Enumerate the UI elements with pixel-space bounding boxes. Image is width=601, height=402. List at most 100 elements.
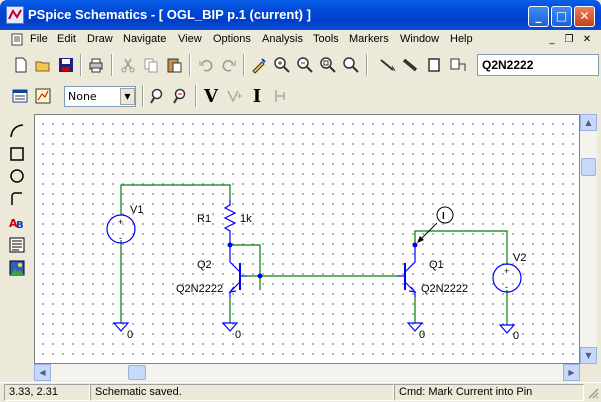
q1-transistor[interactable] [397,245,417,297]
zoom-out-icon[interactable] [295,55,315,75]
schematic-drawing: + - V1 R1 1k Q2 Q2N2222 Q1 Q2N2222 + - [106,184,526,342]
redraw-icon[interactable] [249,55,269,75]
v2-label: V2 [513,252,526,264]
menu-window[interactable]: Window [400,33,440,45]
draw-wire-icon[interactable] [378,55,398,75]
gnd-label-2: 0 [235,329,241,341]
menu-file[interactable]: File [30,33,48,45]
new-file-icon[interactable] [11,55,31,75]
menu-analysis[interactable]: Analysis [262,33,303,45]
paste-icon[interactable] [164,55,184,75]
current-marker-label: I [442,211,445,222]
toolbar-separator [366,54,368,76]
redo-icon[interactable] [219,55,239,75]
draw-polyline-icon[interactable] [7,189,27,209]
mdi-close-button[interactable]: ✕ [582,34,592,45]
menu-options[interactable]: Options [213,33,251,45]
svg-text:B: B [16,220,24,231]
draw-block-icon[interactable] [424,55,444,75]
horizontal-scrollbar[interactable] [34,364,580,381]
v2-minus: - [505,282,508,292]
menu-markers[interactable]: Markers [349,33,389,45]
menu-edit[interactable]: Edit [57,33,76,45]
resize-grip-icon[interactable] [586,386,599,399]
toolbar-separator [80,54,82,76]
voltage-diff-marker-icon[interactable] [224,86,244,106]
maximize-button[interactable]: □ [551,6,572,27]
zoom-fit-icon[interactable] [341,55,361,75]
svg-text:A: A [9,217,18,230]
power-marker-icon[interactable] [270,86,290,106]
wire-r1-node [230,244,261,290]
minimize-button[interactable]: _ [528,6,549,27]
menu-view[interactable]: View [178,33,202,45]
document-icon[interactable] [10,33,24,46]
current-marker[interactable]: I [417,206,454,243]
draw-box-icon[interactable] [7,144,27,164]
draw-bus-icon[interactable] [401,55,421,75]
toolbar-separator [243,54,245,76]
r1-label: R1 [197,213,211,225]
q2-model: Q2N2222 [176,283,223,295]
horizontal-scroll-thumb[interactable] [128,365,146,380]
print-icon[interactable] [86,55,106,75]
part-name-input[interactable]: Q2N2222 [477,54,599,76]
text-box-icon[interactable] [7,235,27,255]
scroll-left-icon[interactable]: ◀ [34,364,51,381]
get-new-part-icon[interactable] [448,55,468,75]
voltage-marker-button[interactable]: V [204,85,218,107]
gnd-label-3: 0 [419,329,425,341]
menu-tools[interactable]: Tools [313,33,339,45]
cut-icon[interactable] [118,55,138,75]
q1-label: Q1 [429,259,444,271]
mdi-minimize-button[interactable]: _ [549,34,555,45]
window-title: PSpice Schematics - [ OGL_BIP p.1 (curre… [28,7,311,22]
v2-plus: + [504,266,509,276]
draw-circle-icon[interactable] [7,166,27,186]
schematic-canvas[interactable]: + - V1 R1 1k Q2 Q2N2222 Q1 Q2N2222 + - [34,114,580,364]
open-folder-icon[interactable] [33,55,53,75]
gnd-label-4: 0 [513,330,519,342]
menu-navigate[interactable]: Navigate [123,33,167,45]
menu-help[interactable]: Help [450,33,473,45]
style-select[interactable]: None [64,86,136,107]
save-icon[interactable] [56,55,76,75]
v1-source[interactable] [106,214,136,244]
vertical-scroll-thumb[interactable] [581,158,596,176]
status-message: Schematic saved. [90,384,394,401]
scroll-right-icon[interactable]: ▶ [563,364,580,381]
app-icon[interactable] [6,6,24,24]
zoom-in-icon[interactable] [272,55,292,75]
menu-bar [0,30,601,50]
zoom-area-icon[interactable] [318,55,338,75]
copy-icon[interactable] [141,55,161,75]
mdi-restore-button[interactable]: ❐ [564,34,574,45]
wire-q1-v2 [414,230,508,265]
wires [120,184,508,325]
scroll-down-icon[interactable]: ▼ [580,347,597,364]
v1-minus: - [119,233,122,243]
status-bar [0,382,601,402]
find-icon[interactable] [148,86,168,106]
scroll-up-icon[interactable]: ▲ [580,114,597,131]
v1-plus: + [118,217,123,227]
vertical-scrollbar[interactable] [580,114,597,364]
chevron-down-icon[interactable]: ▼ [120,88,135,105]
insert-picture-icon[interactable] [7,258,27,278]
close-button[interactable]: ✕ [574,6,595,27]
current-marker-button[interactable]: I [252,85,262,107]
r1-resistor[interactable] [223,200,237,245]
gnd-label-1: 0 [127,329,133,341]
q2-transistor[interactable] [228,245,247,297]
title-bar [0,0,601,30]
undo-icon[interactable] [196,55,216,75]
edit-symbol-icon[interactable] [33,86,53,106]
find-net-icon[interactable] [171,86,191,106]
toolbar-separator [111,54,113,76]
draw-arc-icon[interactable] [7,121,27,141]
menu-draw[interactable]: Draw [87,33,113,45]
drawing-palette [5,118,29,284]
v2-source[interactable] [492,263,522,293]
edit-attributes-icon[interactable] [10,86,30,106]
